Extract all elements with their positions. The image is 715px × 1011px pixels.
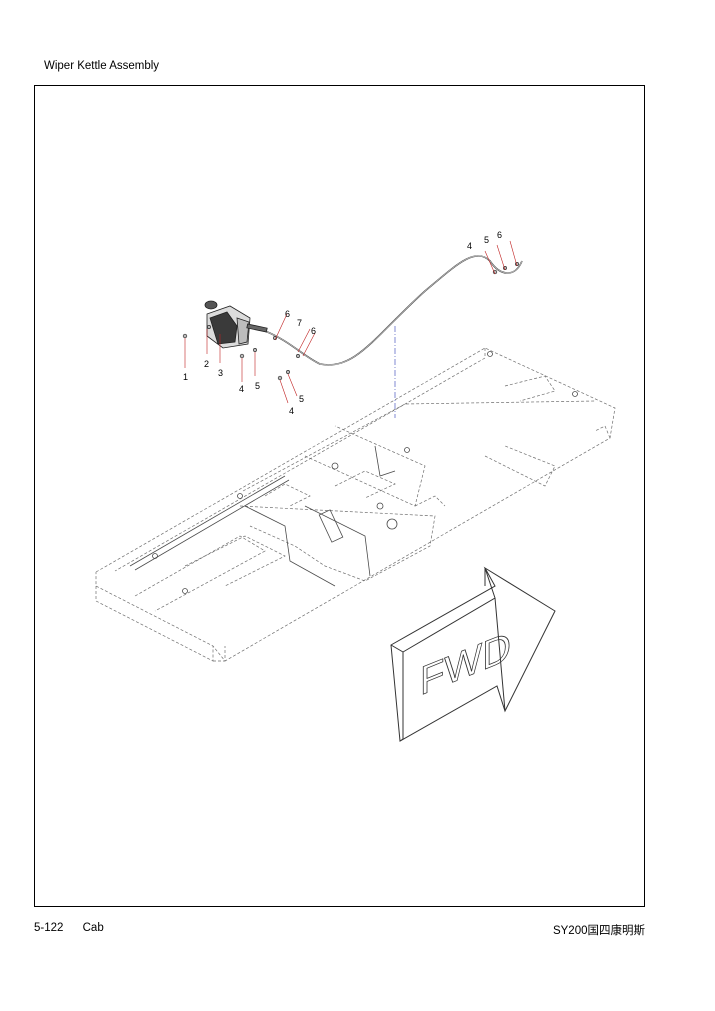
kettle-reservoir [204, 300, 268, 349]
callout-3: 3 [218, 368, 223, 378]
callout-7: 7 [297, 318, 302, 328]
callout-4b: 4 [289, 406, 294, 416]
model-name: SY200国四康明斯 [552, 925, 645, 937]
callout-6: 6 [285, 309, 290, 319]
callout-4c: 4 [467, 241, 472, 251]
section-name: Cab [82, 922, 104, 934]
callout-1: 1 [183, 372, 188, 382]
callout-2: 2 [204, 359, 209, 369]
callout-5: 5 [255, 381, 260, 391]
callout-5c: 5 [484, 235, 489, 245]
drawing-frame: 1 2 3 4 5 6 7 6 4 5 4 5 6 FWD [34, 85, 645, 907]
callout-4: 4 [239, 384, 244, 394]
callout-5b: 5 [299, 394, 304, 404]
page-title: Wiper Kettle Assembly [44, 60, 160, 72]
footer-left: 5-122 Cab [34, 922, 104, 934]
leader-lines [184, 240, 518, 404]
callout-6b: 6 [311, 326, 316, 336]
fwd-arrow: FWD [390, 566, 556, 742]
callout-numbers: 1 2 3 4 5 6 7 6 4 5 4 5 6 [183, 230, 502, 416]
frame-members [129, 351, 578, 594]
chassis-outline [95, 347, 616, 662]
callout-6c: 6 [497, 230, 502, 240]
page-number: 5-122 [34, 922, 64, 934]
exploded-parts-diagram: 1 2 3 4 5 6 7 6 4 5 4 5 6 FWD [95, 230, 616, 742]
